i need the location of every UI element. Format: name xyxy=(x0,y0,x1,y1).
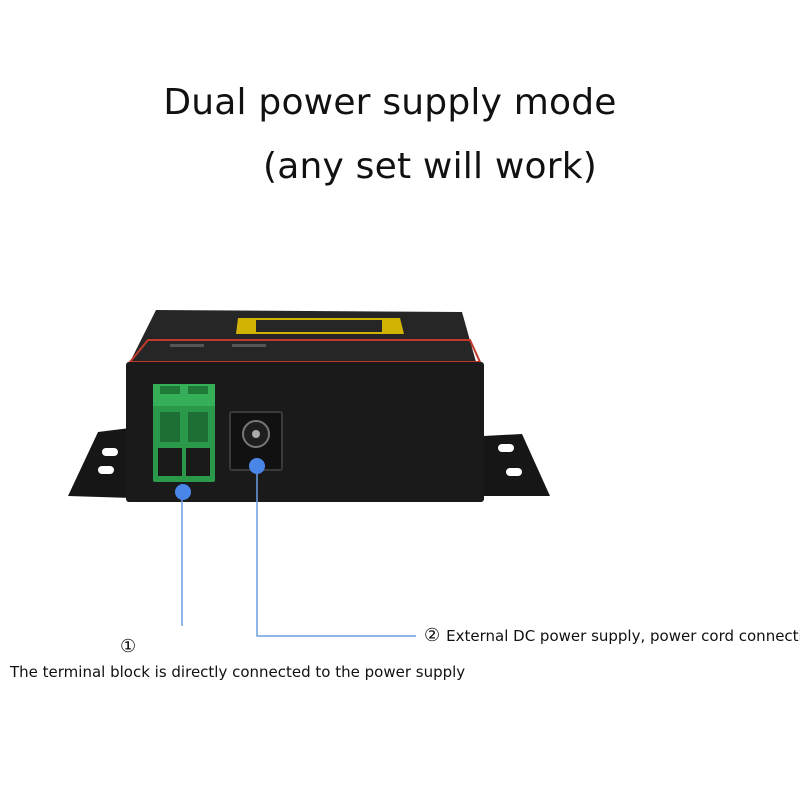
callout-2-number: ② xyxy=(424,625,441,646)
page-title: Dual power supply mode xyxy=(163,82,617,123)
callout-leader-1 xyxy=(175,484,191,626)
device-body xyxy=(126,362,484,502)
page-subtitle: (any set will work) xyxy=(263,146,597,187)
dc-jack xyxy=(229,411,283,471)
callout-2-text: External DC power supply, power cord con… xyxy=(446,626,800,645)
right-mounting-ear xyxy=(484,434,550,496)
callout-1-text: The terminal block is directly connected… xyxy=(10,663,466,681)
device-top-panel xyxy=(127,310,482,363)
left-mounting-ear xyxy=(68,428,130,498)
terminal-block xyxy=(153,384,215,482)
callout-1-number: ① xyxy=(120,636,137,657)
callout-leader-2 xyxy=(249,458,416,637)
callout-2: ② External DC power supply, power cord c… xyxy=(424,625,800,646)
